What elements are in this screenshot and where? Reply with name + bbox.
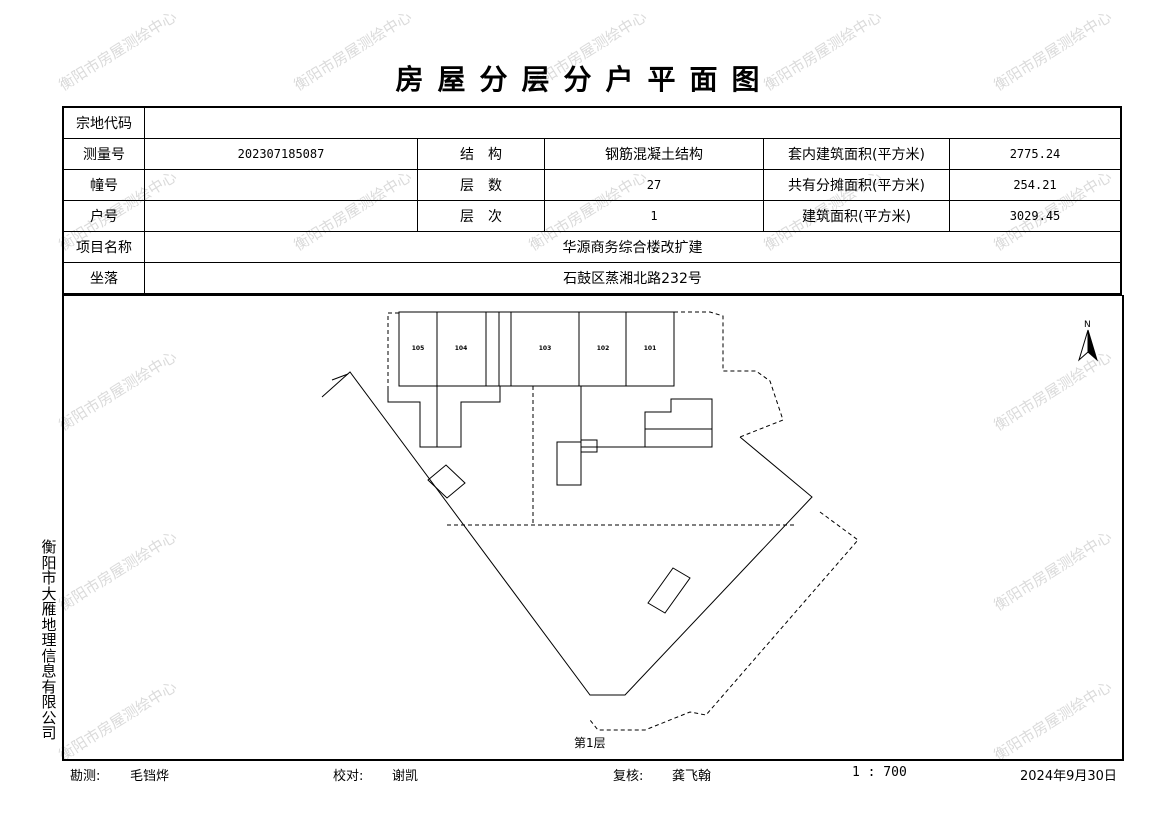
- checker-name: 谢凯: [392, 769, 419, 784]
- reviewer-label: 复核:: [613, 769, 644, 784]
- north-arrow-icon: N: [1078, 320, 1098, 362]
- surveyor-label: 勘测:: [70, 769, 101, 784]
- shared-area-label: 共有分摊面积(平方米): [763, 169, 950, 201]
- survey-no-label: 测量号: [62, 138, 145, 170]
- room-label: 104: [455, 345, 468, 352]
- inner-area-value: 2775.24: [949, 138, 1122, 170]
- floor-caption: 第1层: [574, 736, 606, 750]
- location-label: 坐落: [62, 262, 145, 295]
- room-label: 101: [644, 345, 657, 352]
- structure-label: 结 构: [417, 138, 545, 170]
- small-structure: [427, 464, 466, 499]
- inner-area-label: 套内建筑面积(平方米): [763, 138, 950, 170]
- surveyor-name: 毛铛烨: [130, 769, 170, 784]
- building-no-value: [144, 169, 418, 201]
- north-label: N: [1084, 320, 1091, 330]
- shared-area-value: 254.21: [949, 169, 1122, 201]
- building-no-label: 幢号: [62, 169, 145, 201]
- room-label: 103: [539, 345, 552, 352]
- date: 2024年9月30日: [1020, 769, 1117, 784]
- site-boundary: [321, 371, 813, 696]
- project-label: 项目名称: [62, 231, 145, 263]
- page-title: 房屋分层分户平面图: [395, 63, 774, 96]
- total-area-value: 3029.45: [949, 200, 1122, 232]
- small-structure: [647, 567, 691, 614]
- scale: 1 : 700: [852, 765, 907, 780]
- room-label: 102: [597, 345, 610, 352]
- total-area-label: 建筑面积(平方米): [763, 200, 950, 232]
- checker-label: 校对:: [333, 769, 364, 784]
- project-value: 华源商务综合楼改扩建: [144, 231, 1122, 263]
- floors-value: 27: [544, 169, 764, 201]
- reviewer-name: 龚飞翰: [672, 769, 712, 784]
- info-table: 宗地代码 测量号 202307185087 结 构 钢筋混凝土结构 套内建筑面积…: [62, 106, 1122, 295]
- room-label: 105: [412, 345, 425, 352]
- location-value: 石鼓区蒸湘北路232号: [144, 262, 1122, 295]
- unit-no-label: 户号: [62, 200, 145, 232]
- main-building-outline: [398, 311, 675, 387]
- floor-plan-frame: [62, 295, 1124, 761]
- company-name: 衡阳市大雁地理信息有限公司: [41, 538, 57, 742]
